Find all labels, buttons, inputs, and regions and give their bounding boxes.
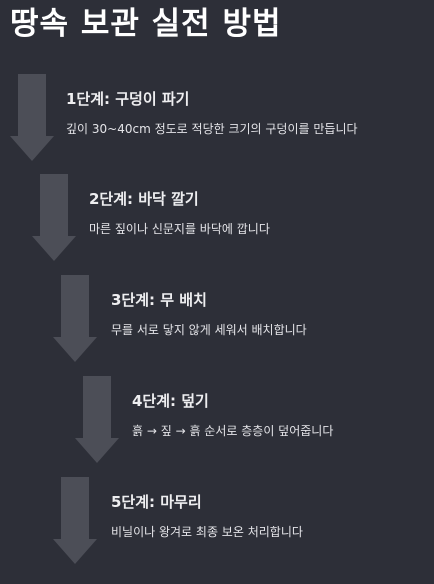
- down-arrow-icon: [75, 376, 119, 463]
- step-2: 2단계: 바닥 깔기 마른 짚이나 신문지를 바닥에 깝니다: [32, 174, 434, 264]
- step-2-description: 마른 짚이나 신문지를 바닥에 깝니다: [89, 222, 270, 236]
- step-3: 3단계: 무 배치 무를 서로 닿지 않게 세워서 배치합니다: [53, 275, 434, 365]
- step-5-title: 5단계: 마무리: [111, 493, 202, 511]
- down-arrow-icon: [53, 477, 97, 564]
- step-2-title: 2단계: 바닥 깔기: [89, 190, 199, 208]
- page-title: 땅속 보관 실전 방법: [10, 6, 282, 42]
- step-1: 1단계: 구덩이 파기 깊이 30~40cm 정도로 적당한 크기의 구덩이를 …: [10, 74, 430, 164]
- step-3-title: 3단계: 무 배치: [111, 291, 207, 309]
- down-arrow-icon: [53, 275, 97, 362]
- down-arrow-icon: [10, 74, 54, 161]
- down-arrow-icon: [32, 174, 76, 261]
- step-5: 5단계: 마무리 비닐이나 왕겨로 최종 보온 처리합니다: [53, 477, 434, 567]
- step-4-description: 흙 → 짚 → 흙 순서로 층층이 덮어줍니다: [132, 424, 334, 438]
- step-1-description: 깊이 30~40cm 정도로 적당한 크기의 구덩이를 만듭니다: [66, 122, 358, 136]
- step-4: 4단계: 덮기 흙 → 짚 → 흙 순서로 층층이 덮어줍니다: [75, 376, 434, 466]
- step-4-title: 4단계: 덮기: [132, 392, 209, 410]
- step-1-title: 1단계: 구덩이 파기: [66, 90, 190, 108]
- step-5-description: 비닐이나 왕겨로 최종 보온 처리합니다: [111, 525, 303, 539]
- step-3-description: 무를 서로 닿지 않게 세워서 배치합니다: [111, 323, 307, 337]
